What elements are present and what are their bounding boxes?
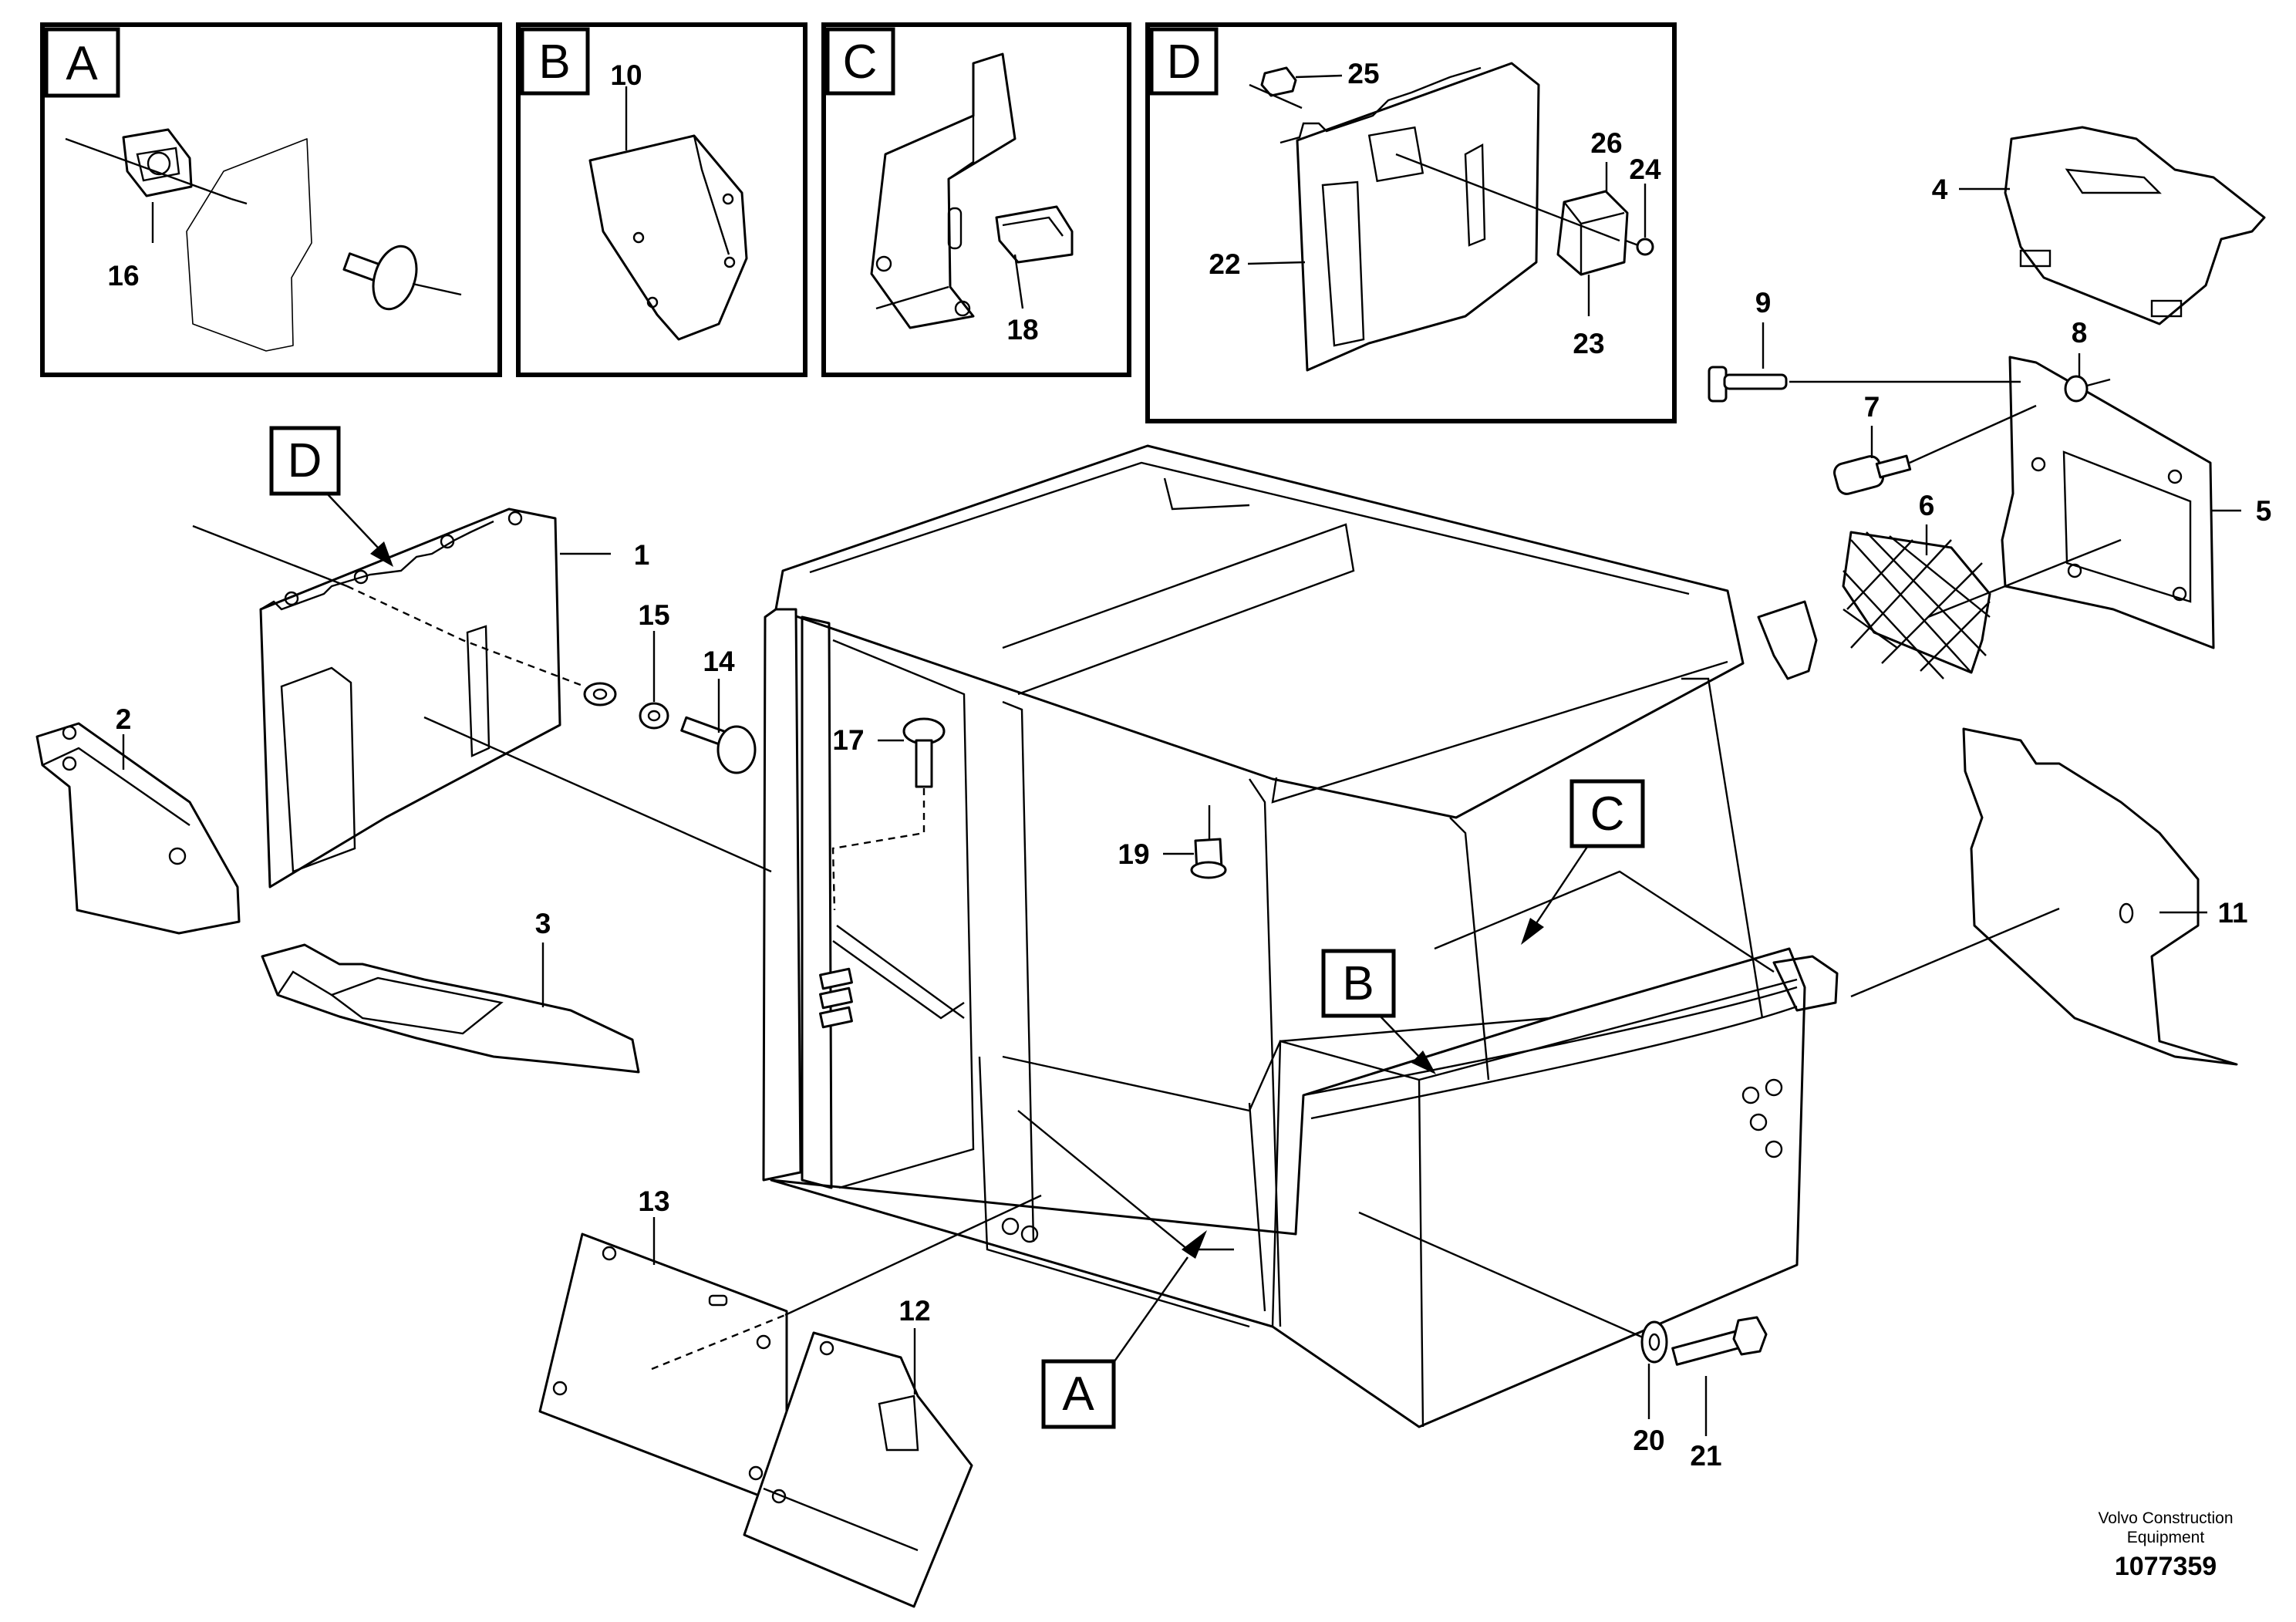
callout-9: 9 [1755,287,1772,319]
switch-part [995,205,1074,264]
callout-16: 16 [107,260,139,292]
callout-20: 20 [1633,1425,1664,1456]
pointer-label-c: C [1590,787,1625,841]
callout-8: 8 [2072,317,2088,349]
bolt-14 [680,716,757,774]
callout-7: 7 [1864,391,1880,423]
callout-3: 3 [535,908,551,939]
callout-26: 26 [1590,127,1622,159]
callout-22: 22 [1209,248,1240,280]
drawing-number: 1077359 [2115,1552,2217,1581]
knob-9 [1708,366,1788,403]
callout-5: 5 [2256,495,2272,527]
panel-11 [1962,727,2238,1066]
switch-part-23 [1556,190,1629,276]
pointer-label-b: B [1342,957,1374,1010]
bracket-2 [35,722,241,935]
callout-23: 23 [1573,328,1604,359]
callout-1: 1 [634,539,650,571]
mesh-6 [1842,531,1991,679]
clip-19 [1190,838,1227,879]
callout-24: 24 [1629,153,1661,185]
washer-20 [1640,1320,1668,1364]
bolt-21 [1671,1316,1768,1366]
cab-frame [762,444,1839,1428]
callout-25: 25 [1347,58,1379,89]
callout-12: 12 [899,1295,930,1327]
detail-box-a: A 16 [40,22,502,377]
brand-line-1: Volvo Construction [2098,1509,2233,1527]
cover-plate-part [588,134,748,341]
detail-box-b-label: B [538,35,570,89]
clip-nut-part [122,128,193,197]
callout-14: 14 [703,646,735,677]
detail-box-c: C 18 [821,22,1131,377]
tray-3 [261,943,640,1074]
brand-line-2: Equipment [2127,1529,2205,1546]
callout-11: 11 [2217,897,2247,929]
washer-part [583,682,617,706]
callout-15: 15 [638,599,669,631]
callout-18: 18 [1006,314,1038,346]
detail-box-d: D 25 26 24 23 22 [1145,22,1677,423]
callout-6: 6 [1919,490,1935,521]
panel-12 [743,1331,973,1608]
detail-box-d-label: D [1167,35,1202,89]
pin-7 [1833,454,1912,495]
callout-13: 13 [638,1185,669,1217]
cover-4 [2004,126,2266,325]
panel-13 [538,1233,788,1502]
callout-21: 21 [1690,1440,1721,1472]
screw-17 [902,717,946,788]
clip-part-25 [1260,66,1297,97]
callout-19: 19 [1118,838,1149,870]
callout-17: 17 [832,724,864,756]
pointer-label-d: D [288,434,322,487]
washer-15 [639,702,669,730]
detail-box-a-label: A [66,37,98,90]
side-panel-part-d [1279,62,1540,372]
bolt-part [342,244,418,311]
side-panel-1 [259,508,561,889]
callout-2: 2 [116,703,132,735]
panel-5 [2001,356,2215,649]
pointer-label-a: A [1062,1367,1094,1421]
detail-box-c-label: C [843,35,878,89]
bracket-part [870,52,1017,329]
callout-10: 10 [610,59,642,91]
detail-box-b: B 10 [516,22,807,377]
callout-4: 4 [1932,174,1948,205]
washer-8 [2064,375,2089,403]
